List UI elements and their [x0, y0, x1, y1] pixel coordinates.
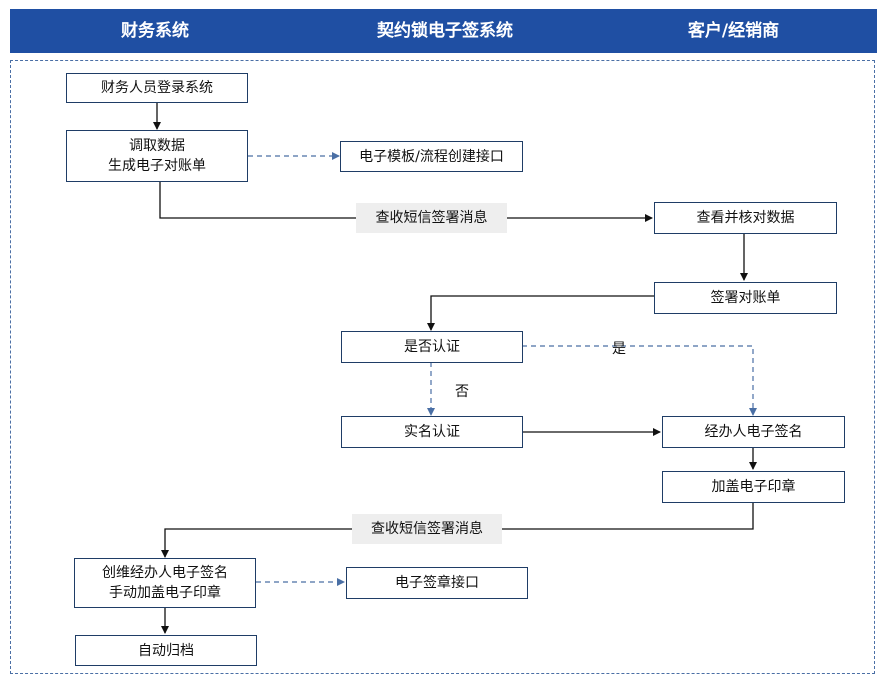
lane-customer: 客户/经销商: [687, 21, 780, 41]
node-sign-api: 电子签章接口: [346, 567, 528, 599]
node-fetch: 调取数据 生成电子对账单: [66, 130, 248, 182]
node-fetch-line2: 生成电子对账单: [108, 158, 206, 174]
node-create: 创维经办人电子签名 手动加盖电子印章: [74, 558, 256, 608]
node-fetch-line1: 调取数据: [129, 138, 185, 154]
node-sign-statement: 签署对账单: [654, 282, 837, 314]
node-create-line1: 创维经办人电子签名: [102, 565, 228, 581]
diagram-frame: [10, 60, 875, 674]
label-sms-2: 查收短信签署消息: [352, 514, 502, 544]
node-handler-sign: 经办人电子签名: [662, 416, 845, 448]
node-seal: 加盖电子印章: [662, 471, 845, 503]
node-verified: 是否认证: [341, 331, 523, 363]
node-login: 财务人员登录系统: [66, 73, 248, 103]
node-template-api: 电子模板/流程创建接口: [340, 141, 523, 172]
label-no: 否: [455, 384, 469, 400]
node-archive: 自动归档: [75, 635, 257, 666]
label-yes: 是: [612, 341, 626, 357]
edge-verified-handler: [522, 345, 757, 416]
lane-finance: 财务系统: [121, 21, 189, 41]
node-create-line2: 手动加盖电子印章: [109, 585, 221, 601]
node-check-data: 查看并核对数据: [654, 202, 837, 234]
lane-header: 财务系统 契约锁电子签系统 客户/经销商: [10, 9, 877, 53]
edge-sign-verified: [427, 295, 654, 331]
node-realname: 实名认证: [341, 416, 523, 448]
label-sms-1: 查收短信签署消息: [356, 203, 507, 233]
lane-esign: 契约锁电子签系统: [377, 21, 513, 41]
